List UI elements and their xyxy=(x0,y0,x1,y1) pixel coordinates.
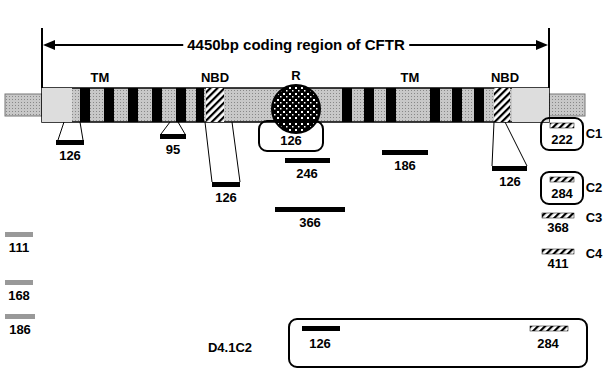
fragment-size: 95 xyxy=(166,142,180,157)
fragment-size: 366 xyxy=(299,215,321,230)
domain-label: NBD xyxy=(201,70,229,85)
domain-label: TM xyxy=(91,70,110,85)
node-text: 222 xyxy=(551,132,573,147)
node-text: 126 xyxy=(309,336,331,351)
clone-box: 284 xyxy=(540,171,584,205)
fragment-size: 168 xyxy=(8,288,30,303)
node-text: 126 xyxy=(280,133,302,148)
clone-box: 222 xyxy=(540,117,584,151)
clone-box: D4.1C2126284 xyxy=(288,318,588,368)
node-text: R xyxy=(289,68,302,83)
regulatory-domain: R xyxy=(270,68,322,134)
clone-box: 126 xyxy=(258,120,324,152)
fragment-size: 368 xyxy=(547,220,569,235)
node-text: 284 xyxy=(537,336,559,351)
fragment-size: 186 xyxy=(9,322,31,337)
fragment-size: 411 xyxy=(548,256,569,271)
clone-name: C2 xyxy=(586,180,603,195)
clone-name: C4 xyxy=(586,246,603,261)
clone-name: C3 xyxy=(586,210,603,225)
clone-name: C1 xyxy=(586,126,603,141)
fragment-size: 126 xyxy=(59,148,81,163)
fragment-size: 126 xyxy=(215,190,237,205)
node-text: 284 xyxy=(551,186,573,201)
fragment-size: 111 xyxy=(9,240,29,255)
domain-label: NBD xyxy=(491,70,519,85)
clone-name: D4.1C2 xyxy=(208,340,252,355)
domain-label: TM xyxy=(401,70,420,85)
fragment-size: 186 xyxy=(394,158,416,173)
diagram-title: 4450bp coding region of CFTR xyxy=(183,36,409,54)
fragment-size: 246 xyxy=(296,166,318,181)
fragment-size: 126 xyxy=(499,174,521,189)
